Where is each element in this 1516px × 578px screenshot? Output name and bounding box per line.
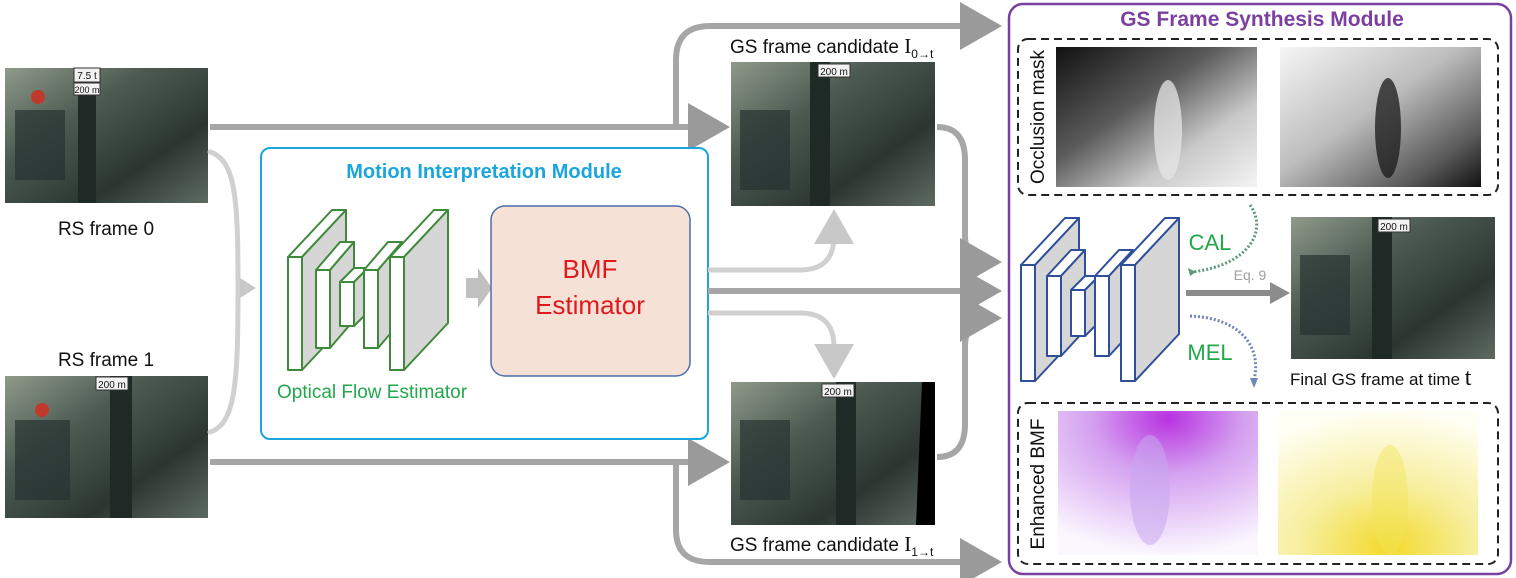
candidate-to-synthesis-arrows: [936, 124, 1002, 460]
arrow-icon: [1250, 378, 1258, 388]
synthesis-network-icon: [1020, 217, 1180, 382]
rs-frame-1-image: 200 m: [5, 376, 208, 518]
occlusion-mask-label: Occlusion mask: [1028, 49, 1049, 184]
sign-dist-text: 200 m: [74, 85, 99, 95]
bmf-output-arrows: [708, 209, 1002, 379]
eq9-label: Eq. 9: [1234, 267, 1267, 283]
synthesis-module-title: GS Frame Synthesis Module: [1120, 8, 1404, 31]
final-gs-frame-image: 200 m: [1291, 217, 1495, 359]
sign-dist-text: 200 m: [98, 380, 126, 391]
cal-loss-arrow: [1191, 204, 1259, 274]
bmf-estimator-line1: BMF: [563, 254, 618, 284]
occlusion-mask-0-image: [1056, 47, 1257, 187]
arrow-icon: [466, 268, 492, 308]
rs-frame-0-image: 7.5 t 200 m: [5, 67, 208, 203]
arrow-icon: [1270, 282, 1290, 304]
sign-dist-text: 200 m: [1380, 222, 1408, 233]
mel-loss-label: MEL: [1187, 340, 1232, 365]
candidate-1-label: GS frame candidate I1→t: [730, 532, 934, 559]
cal-loss-label: CAL: [1189, 230, 1232, 255]
arrow-icon: [240, 278, 256, 298]
bypass-arrows: [673, 2, 1002, 578]
bmf-estimator-box: [490, 205, 691, 377]
candidate-1-image: 200 m: [731, 382, 935, 525]
rs-frame-1-label: RS frame 1: [58, 350, 154, 371]
candidate-0-label: GS frame candidate I0→t: [730, 34, 934, 61]
sign-dist-text: 200 m: [824, 387, 852, 398]
motion-module-title: Motion Interpretation Module: [346, 161, 622, 183]
sign-speed-text: 7.5 t: [77, 71, 97, 82]
encoder-decoder-icon: [287, 209, 449, 371]
occlusion-mask-panel: [1017, 38, 1499, 196]
arrow-icon: [1188, 268, 1196, 276]
enhanced-bmf-0-image: [1058, 411, 1258, 555]
enhanced-bmf-label: Enhanced BMF: [1028, 419, 1049, 550]
rs-frame-0-label: RS frame 0: [58, 219, 154, 240]
bmf-estimator-line2: Estimator: [535, 290, 645, 320]
enhanced-bmf-panel: [1017, 402, 1499, 565]
enhanced-bmf-1-image: [1278, 411, 1478, 555]
occlusion-mask-1-image: [1280, 47, 1481, 187]
optical-flow-label: Optical Flow Estimator: [277, 382, 468, 403]
frame-to-candidate-arrows: [210, 103, 730, 486]
final-gs-frame-label: Final GS frame at time t: [1290, 365, 1472, 391]
synthesis-module-box: [1007, 2, 1513, 576]
sign-dist-text: 200 m: [820, 67, 848, 78]
candidate-0-image: 200 m: [731, 62, 935, 206]
input-merge-connector: [207, 149, 241, 435]
